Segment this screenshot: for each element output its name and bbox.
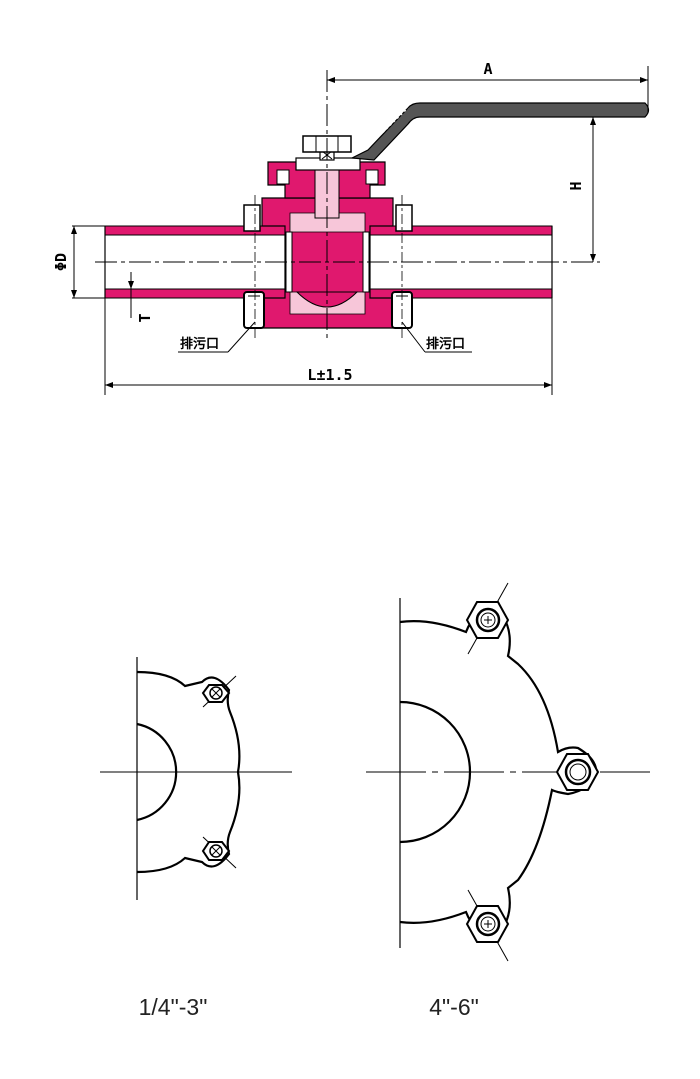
drain-port-callout-right: 排污口 — [401, 321, 472, 353]
ball — [295, 291, 359, 308]
lever-handle — [349, 102, 650, 161]
small-bore — [136, 722, 178, 822]
dimension-t: T — [128, 272, 154, 323]
drain-port-label-right: 排污口 — [426, 336, 465, 352]
dimension-h: H — [567, 117, 596, 262]
drain-port-label-left: 排污口 — [180, 336, 219, 352]
dimension-l: L±1.5 — [104, 298, 553, 395]
end-view-small: 1/4"-3" — [100, 657, 292, 1020]
dimension-d: ΦD — [52, 225, 105, 299]
dimension-a: A — [327, 60, 649, 112]
valve-section-view: A H ΦD T L±1.5 — [52, 60, 650, 395]
dimension-t-label: T — [136, 313, 154, 322]
large-size-caption: 4"-6" — [429, 994, 479, 1020]
dimension-d-label: ΦD — [52, 253, 70, 271]
small-end-outline — [136, 670, 241, 874]
dimension-h-label: H — [567, 181, 585, 190]
small-size-caption: 1/4"-3" — [139, 994, 208, 1020]
drain-port-left — [243, 291, 265, 329]
dimension-a-label: A — [483, 60, 492, 78]
end-view-large: 4"-6" — [366, 582, 650, 1020]
drain-port-callout-left: 排污口 — [178, 321, 256, 353]
large-bore — [399, 700, 472, 844]
large-bolt-right — [555, 753, 600, 791]
dimension-l-label: L±1.5 — [307, 366, 352, 384]
